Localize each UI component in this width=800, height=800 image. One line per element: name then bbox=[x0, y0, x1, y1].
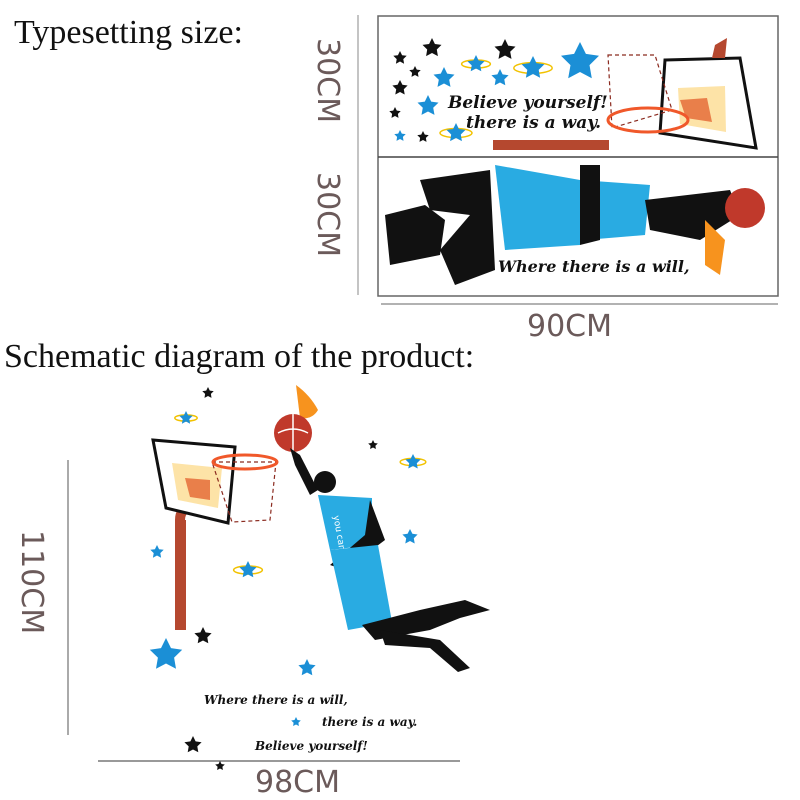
black-star-icon bbox=[194, 627, 212, 644]
black-star-icon bbox=[392, 80, 408, 95]
sheet-top-height-label: 30CM bbox=[310, 38, 345, 123]
product-quote-way: there is a way. bbox=[322, 715, 417, 729]
product-width-label: 98CM bbox=[255, 765, 340, 800]
sheet-quote-will: Where there is a will, bbox=[498, 257, 690, 276]
blue-star-icon bbox=[298, 659, 316, 676]
blue-star-icon bbox=[150, 545, 164, 558]
blue-star-icon bbox=[405, 454, 421, 469]
black-star-icon bbox=[409, 66, 421, 77]
black-star-icon bbox=[368, 440, 378, 449]
blue-star-icon bbox=[433, 67, 455, 87]
blue-star-icon bbox=[394, 130, 406, 141]
sheet-hoop bbox=[606, 38, 758, 150]
hoop-net bbox=[211, 461, 277, 523]
blue-star-icon bbox=[417, 95, 439, 115]
blue-star-icon bbox=[291, 717, 301, 726]
blue-star-icon bbox=[179, 411, 193, 424]
blue-star-icon bbox=[446, 123, 466, 142]
ball-flame bbox=[296, 385, 318, 419]
stars bbox=[149, 38, 599, 770]
blue-star-icon bbox=[402, 529, 418, 544]
blue-star-icon bbox=[491, 69, 509, 86]
blue-star-icon bbox=[239, 561, 257, 578]
player-head bbox=[314, 471, 336, 493]
product-quote-believe: Believe yourself! bbox=[254, 739, 368, 753]
sheet-player bbox=[385, 165, 765, 285]
product-player: you can bbox=[274, 385, 490, 672]
black-star-icon bbox=[184, 736, 202, 753]
sheet-quote-way: there is a way. bbox=[466, 113, 601, 133]
player-jersey bbox=[318, 495, 372, 550]
black-star-icon bbox=[202, 387, 214, 398]
player-leg-front bbox=[380, 630, 470, 672]
player-shorts bbox=[330, 545, 392, 630]
blue-star-icon bbox=[467, 55, 485, 72]
blue-star-icon bbox=[521, 56, 545, 78]
black-star-icon bbox=[393, 51, 407, 64]
schematic-heading: Schematic diagram of the product: bbox=[4, 338, 474, 375]
black-star-icon bbox=[422, 38, 442, 57]
sheet-pole-piece bbox=[493, 140, 609, 150]
sheet-width-label: 90CM bbox=[527, 309, 612, 344]
hoop-rim bbox=[211, 453, 279, 471]
product-quote-will: Where there is a will, bbox=[204, 693, 348, 707]
blue-star-icon bbox=[149, 638, 183, 669]
hoop-pole bbox=[175, 520, 186, 630]
typesetting-heading: Typesetting size: bbox=[14, 14, 243, 51]
black-star-icon bbox=[389, 107, 401, 118]
blue-star-icon bbox=[561, 42, 599, 79]
player-leg-back bbox=[362, 600, 490, 640]
black-star-icon bbox=[215, 761, 225, 770]
sheet-quote-believe: Believe yourself! bbox=[447, 93, 608, 113]
sheet-ball bbox=[725, 188, 765, 228]
black-star-icon bbox=[417, 131, 429, 142]
product-height-label: 110CM bbox=[14, 530, 49, 634]
product-hoop bbox=[151, 438, 279, 630]
sheet-bottom-height-label: 30CM bbox=[310, 172, 345, 257]
sheet-flame bbox=[705, 220, 725, 275]
black-star-icon bbox=[494, 39, 516, 59]
